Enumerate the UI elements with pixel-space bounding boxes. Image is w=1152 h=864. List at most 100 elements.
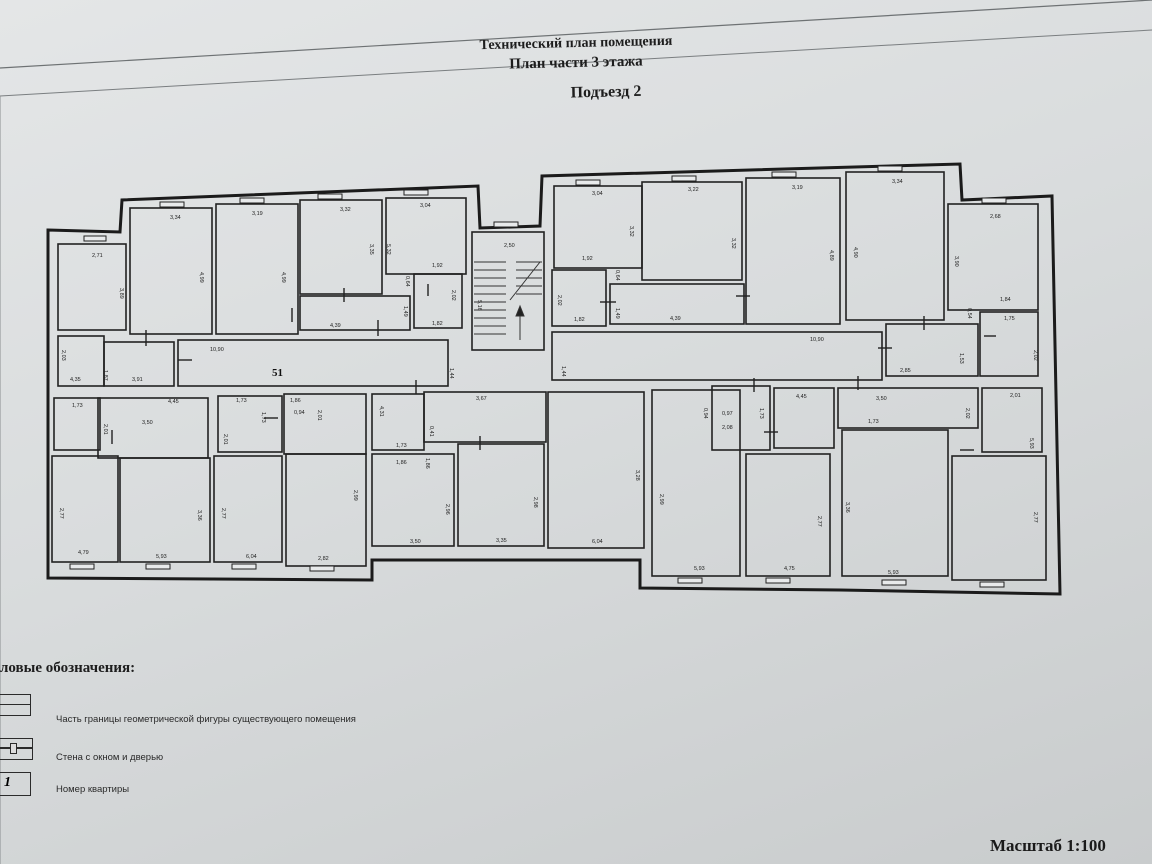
dimension-label: 3,22 [688, 187, 699, 193]
dimension-label: 1,86 [424, 458, 430, 469]
dimension-label: 2,85 [900, 368, 911, 374]
dimension-label: 1,86 [396, 460, 407, 466]
dimension-label: 2,02 [1032, 350, 1038, 361]
scale-label: Масштаб 1:100 [990, 836, 1106, 855]
dimension-label: 5,32 [385, 244, 391, 255]
dimension-label: 3,19 [792, 185, 803, 191]
dimension-label: 3,90 [953, 256, 959, 267]
dimension-label: 2,50 [504, 243, 515, 249]
dimension-label: 1,73 [236, 398, 247, 404]
dimension-label: 4,39 [330, 323, 341, 329]
dimension-label: 3,36 [196, 510, 202, 521]
dimension-label: 3,89 [118, 288, 124, 299]
dimension-label: 3,35 [368, 244, 374, 255]
dimension-label: 4,45 [168, 399, 179, 405]
dimension-label: 3,67 [476, 396, 487, 402]
dimension-label: 1,92 [582, 256, 593, 262]
dimension-label: 1,73 [758, 408, 764, 419]
apartment-number: 51 [272, 367, 283, 379]
dimension-label: 2,02 [450, 290, 456, 301]
dimension-label: 2,77 [58, 508, 64, 519]
dimension-label: 2,71 [92, 253, 103, 259]
dimension-label: 3,28 [634, 470, 640, 481]
dimension-label: 3,50 [142, 420, 153, 426]
dimension-label: 3,36 [844, 502, 850, 513]
dimension-label: 1,49 [614, 308, 620, 319]
dimension-label: 5,16 [476, 300, 482, 311]
dimension-label: 0,94 [702, 408, 708, 419]
dimension-label: 1,44 [448, 368, 454, 379]
dimension-label: 2,77 [816, 516, 822, 527]
dimension-label: 5,93 [156, 554, 167, 560]
dimension-label: 2,82 [318, 556, 329, 562]
dimension-label: 0,54 [966, 308, 972, 319]
dimension-label: 5,93 [694, 566, 705, 572]
dimension-label: 3,32 [628, 226, 634, 237]
dimension-label: 4,89 [828, 250, 834, 261]
dimension-label: 3,19 [252, 211, 263, 217]
dimension-label: 2,03 [60, 350, 66, 361]
dimension-label: 2,99 [352, 490, 358, 501]
dimension-label: 5,93 [1028, 438, 1034, 449]
dimension-label: 4,99 [198, 272, 204, 283]
dimension-label: 3,04 [420, 203, 431, 209]
dimension-label: 2,08 [722, 425, 733, 431]
dimension-label: 3,34 [170, 215, 181, 221]
dimension-label: 2,01 [316, 410, 322, 421]
dimension-label: 4,31 [378, 406, 384, 417]
dimension-label: 2,98 [532, 497, 538, 508]
dimension-label: 4,39 [670, 316, 681, 322]
legend-title: ловые обозначения: [0, 660, 136, 676]
dimension-label: 4,45 [796, 394, 807, 400]
dimension-label: 4,75 [784, 566, 795, 572]
dimension-label: 6,04 [246, 554, 257, 560]
dimension-label: 1,82 [432, 321, 443, 327]
dimension-label: 0,41 [428, 426, 434, 437]
dimension-label: 2,01 [222, 434, 228, 445]
dimension-label: 1,82 [574, 317, 585, 323]
dimension-label: 2,02 [964, 408, 970, 419]
dimension-label: 10,90 [210, 347, 224, 353]
dimension-label: 2,01 [102, 424, 108, 435]
dimension-label: 1,73 [72, 403, 83, 409]
dimension-label: 0,64 [614, 270, 620, 281]
legend-item-apartment: Номер квартиры [56, 784, 130, 795]
dimension-label: 0,97 [722, 411, 733, 417]
dimension-label: 2,77 [220, 508, 226, 519]
dimension-label: 1,75 [1004, 316, 1015, 322]
dimension-label: 0,64 [404, 276, 410, 287]
dimension-label: 3,50 [410, 539, 421, 545]
dimension-label: 6,04 [592, 539, 603, 545]
dimension-label: 2,77 [1032, 512, 1038, 523]
dimension-label: 1,53 [958, 353, 964, 364]
legend-symbol-wall-door [0, 738, 33, 760]
legend-item-boundary: Часть границы геометрической фигуры суще… [56, 714, 356, 725]
dimension-label: 3,91 [132, 377, 143, 383]
dimension-label: 10,90 [810, 337, 824, 343]
dimension-label: 1,73 [260, 412, 266, 423]
dimension-label: 2,99 [658, 494, 664, 505]
outer-wall [46, 162, 1062, 596]
dimension-label: 0,94 [294, 410, 305, 416]
dimension-label: 1,92 [432, 263, 443, 269]
dimension-label: 1,73 [868, 419, 879, 425]
dimension-label: 1,84 [1000, 297, 1011, 303]
dimension-label: 3,04 [592, 191, 603, 197]
dimension-label: 5,93 [888, 570, 899, 576]
dimension-label: 3,50 [876, 396, 887, 402]
dimension-label: 3,34 [892, 179, 903, 185]
dimension-label: 4,79 [78, 550, 89, 556]
dimension-label: 1,44 [560, 366, 566, 377]
dimension-label: 2,96 [444, 504, 450, 515]
legend-symbol-apartment-text: 1 [4, 775, 11, 790]
dimension-label: 1,87 [102, 370, 108, 381]
dimension-label: 1,86 [290, 398, 301, 404]
dimension-label: 4,35 [70, 377, 81, 383]
legend-item-wall-door: Стена с окном и дверью [56, 752, 164, 763]
dimension-label: 2,01 [1010, 393, 1021, 399]
legend-symbol-apartment: 1 [0, 772, 31, 796]
dimension-label: 3,32 [340, 207, 351, 213]
